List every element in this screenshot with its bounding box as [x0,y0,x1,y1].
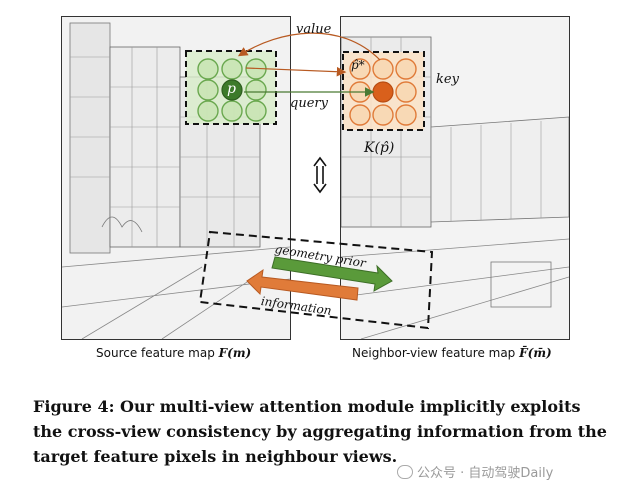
query-pixel-p [221,79,243,101]
k-p-hat-label: K(p̂) [364,140,395,156]
key-label: key [436,72,459,87]
neighbor-caption-text: Neighbor-view feature map [352,346,516,360]
query-label: query [290,96,328,111]
double-arrow-icon [313,156,327,194]
neighbor-caption: Neighbor-view feature map F̄(m̄) [352,346,552,360]
key-arrow [245,66,347,77]
query-grid [185,50,277,125]
key-pixel-center [372,81,394,103]
p-label: p [227,81,236,97]
correspondence-region [198,230,434,330]
wechat-icon [397,465,413,479]
watermark: 公众号 · 自动驾驶Daily [397,462,553,481]
source-building-sketch [62,17,290,339]
information-arrow [246,268,359,301]
key-grid [342,51,425,131]
value-arrow [237,32,381,61]
watermark-text: 公众号 · 自动驾驶Daily [417,466,554,481]
geometry-prior-arrow [271,256,393,292]
source-caption-math: F(m) [218,346,252,360]
source-caption-text: Source feature map [96,346,215,360]
figure-caption: Figure 4: Our multi-view attention modul… [33,397,607,466]
value-label: value [296,22,332,37]
source-caption: Source feature map F(m) [96,346,251,360]
neighbor-caption-math: F̄(m̄) [519,346,552,360]
p-hat-star-label: p̂* [351,58,365,72]
